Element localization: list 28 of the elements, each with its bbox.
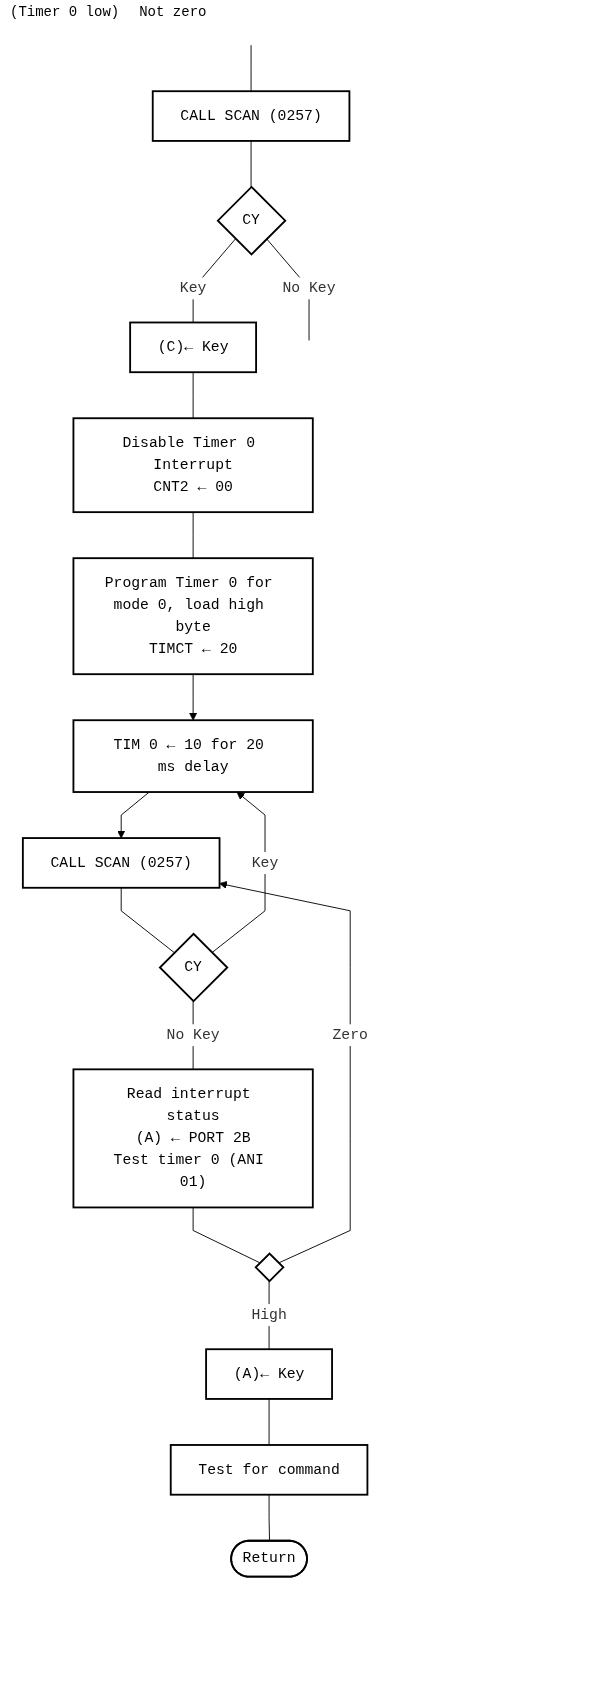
connector [120, 887, 175, 954]
connector [192, 371, 194, 419]
node-box: (C)← Key [129, 321, 258, 374]
node-box: CALL SCAN (0257) [21, 837, 221, 889]
connector [192, 1207, 261, 1264]
edge-label: Key [251, 854, 279, 872]
node-diamond: CY [216, 185, 287, 256]
connector [268, 1494, 270, 1542]
node-box: Program Timer 0 for mode 0, load high byte TIMCT ← 20 [72, 557, 314, 676]
node-box: (A)← Key [205, 1348, 333, 1400]
edge-label: High [251, 1306, 287, 1324]
node-box: TIM 0 ← 10 for 20 ms delay [72, 719, 314, 793]
node-diamond [254, 1252, 285, 1283]
node-box: Test for command [169, 1444, 369, 1496]
edge-label: No Key [166, 1026, 220, 1044]
note-text: (Timer 0 low) [9, 3, 121, 22]
edge-label: No Key [282, 280, 336, 297]
connector [268, 1398, 270, 1446]
connector [250, 140, 252, 188]
connector [192, 511, 194, 559]
edge-label: Key [179, 280, 207, 297]
edge-label: Zero [332, 1026, 368, 1044]
note-text: Not zero [138, 3, 208, 22]
connector [250, 44, 252, 92]
node-box: Read interrupt status (A) ← PORT 2B Test timer 0 (ANI 01) [72, 1068, 314, 1209]
node-diamond: CY [158, 932, 229, 1003]
node-box: Disable Timer 0 Interrupt CNT2 ← 00 [72, 417, 314, 514]
node-box: CALL SCAN (0257) [151, 90, 351, 142]
